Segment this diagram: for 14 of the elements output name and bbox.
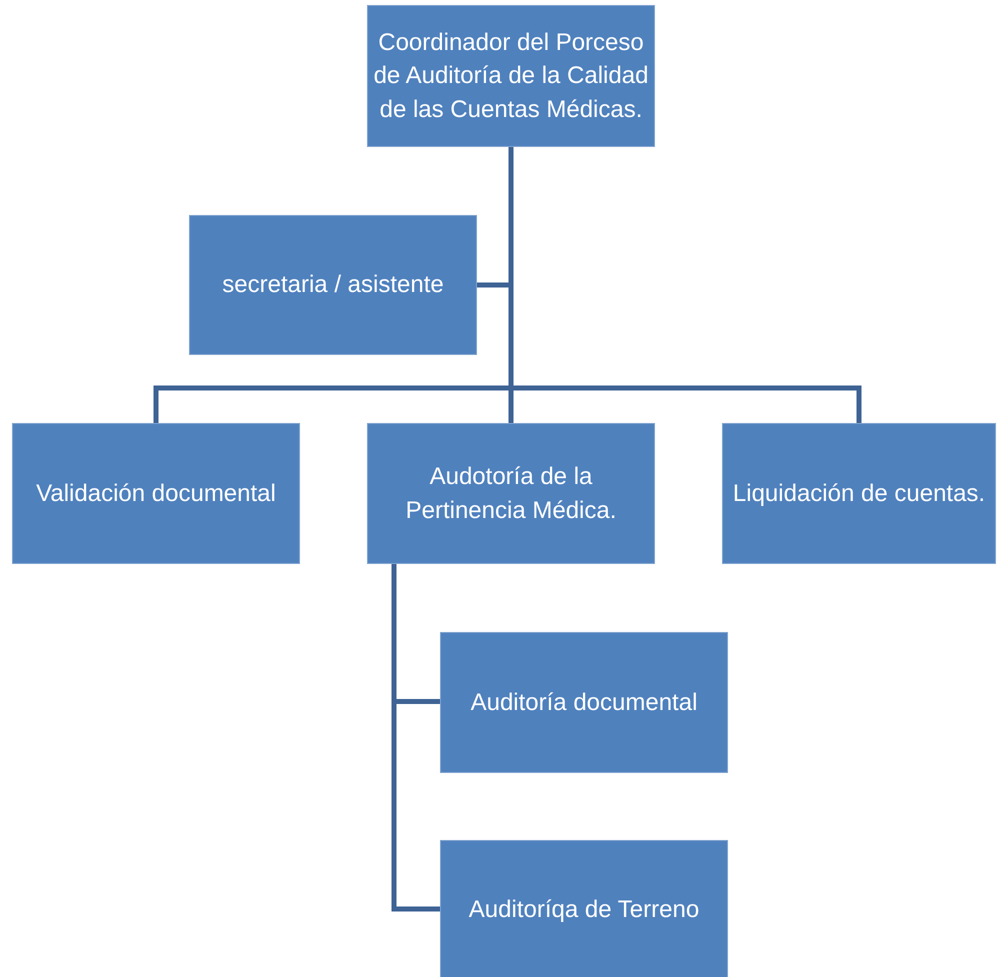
box-label: secretaria / asistente (222, 270, 444, 300)
box-label: Liquidación de cuentas. (732, 478, 986, 509)
org-box (189, 215, 477, 355)
org-box (440, 632, 728, 773)
box-label: Audotoría de la Pertinencia Médica. (404, 462, 618, 526)
org-box (367, 423, 655, 564)
box-label: Auditoríqa de Terreno (468, 895, 700, 926)
org-box (722, 423, 996, 564)
org-box (12, 423, 300, 564)
org-box (367, 5, 655, 147)
org-box (440, 840, 728, 977)
box-label: Validación documental (36, 478, 276, 509)
box-label: Auditoría documental (470, 688, 698, 718)
box-label: Coordinador del Porceso de Auditoría de la Calidad de las Cuentas Médicas. (372, 28, 650, 125)
